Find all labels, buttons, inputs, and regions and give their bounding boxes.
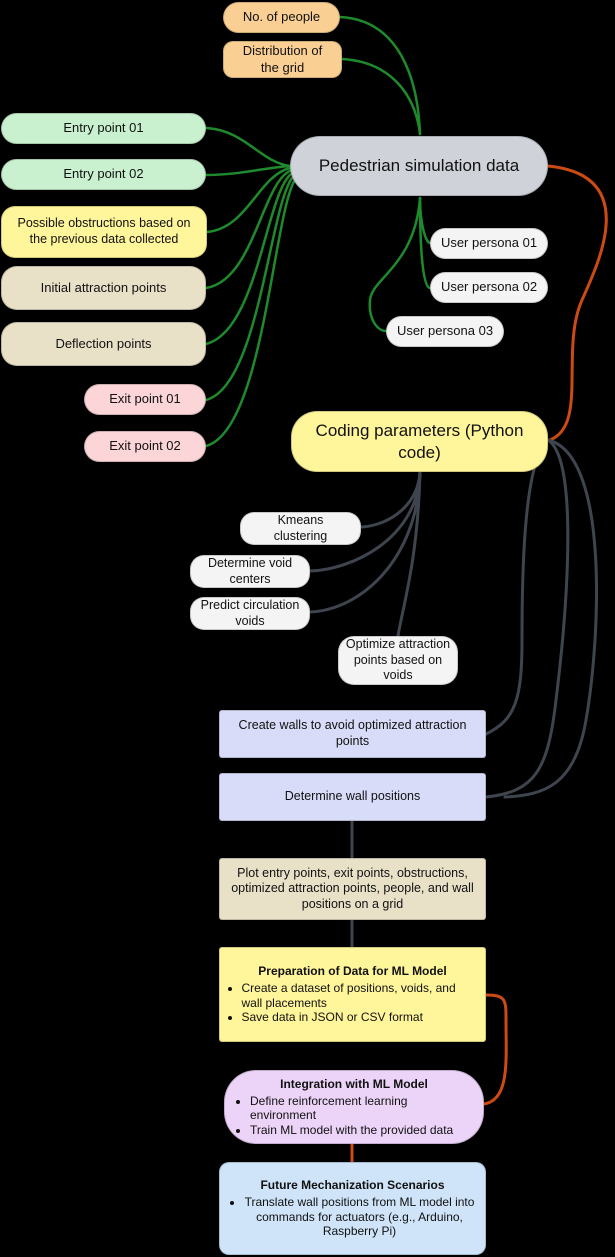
node-coding-parameters[interactable]: Coding parameters (Python code) xyxy=(291,411,548,472)
node-bullet-list: Translate wall positions from ML model i… xyxy=(230,1195,476,1238)
node-future-mechanization-scenarios[interactable]: Future Mechanization Scenarios Translate… xyxy=(219,1162,486,1255)
node-bullet: Train ML model with the provided data xyxy=(250,1123,472,1137)
link-entry-02 xyxy=(204,164,292,177)
node-user-persona-01[interactable]: User persona 01 xyxy=(430,228,548,259)
link-distribution xyxy=(340,57,422,136)
link-exit-01 xyxy=(204,172,298,402)
link-void-centers xyxy=(308,470,422,573)
node-label: Entry point 02 xyxy=(63,166,144,182)
link-create-walls xyxy=(484,438,550,736)
link-initial-attraction xyxy=(204,168,294,290)
link-deflection xyxy=(204,170,296,346)
link-optimize xyxy=(396,470,422,638)
link-preparation-to-integration xyxy=(482,993,508,1106)
node-kmeans-clustering[interactable]: Kmeans clustering xyxy=(240,512,361,545)
link-pedestrian-to-coding xyxy=(546,164,608,442)
node-pedestrian-simulation-data[interactable]: Pedestrian simulation data xyxy=(290,136,548,196)
node-exit-point-01[interactable]: Exit point 01 xyxy=(84,384,206,415)
node-label: Determine wall positions xyxy=(284,789,421,804)
node-bullet-list: Create a dataset of positions, voids, an… xyxy=(228,981,478,1024)
node-label: Plot entry points, exit points, obstruct… xyxy=(231,865,474,911)
node-label: User persona 02 xyxy=(440,279,538,295)
node-no-of-people[interactable]: No. of people xyxy=(223,2,340,33)
node-label: Predict circulation voids xyxy=(200,597,300,628)
node-user-persona-02[interactable]: User persona 02 xyxy=(430,272,548,303)
node-bullet: Create a dataset of positions, voids, an… xyxy=(242,981,478,1010)
node-label: Possible obstructions based on the previ… xyxy=(17,216,191,246)
node-initial-attraction-points[interactable]: Initial attraction points xyxy=(1,266,206,310)
node-integration-with-ml-model[interactable]: Integration with ML Model Define reinfor… xyxy=(224,1070,484,1144)
node-bullet: Translate wall positions from ML model i… xyxy=(244,1195,476,1238)
link-persona-03 xyxy=(368,196,422,333)
node-label: User persona 03 xyxy=(396,323,494,339)
gray-connectors xyxy=(308,438,598,949)
node-entry-point-02[interactable]: Entry point 02 xyxy=(1,159,206,190)
node-label: Deflection points xyxy=(55,335,152,351)
node-entry-point-01[interactable]: Entry point 01 xyxy=(1,113,206,144)
node-determine-void-centers[interactable]: Determine void centers xyxy=(190,555,310,588)
link-no-of-people xyxy=(338,15,422,136)
orange-connectors xyxy=(350,164,608,1164)
green-connectors xyxy=(204,15,432,448)
link-obstructions xyxy=(205,166,292,234)
node-label: Exit point 01 xyxy=(109,391,181,407)
link-entry-01 xyxy=(204,126,292,168)
node-determine-wall-positions[interactable]: Determine wall positions xyxy=(219,773,486,821)
link-circulation-voids xyxy=(308,470,422,614)
node-optimize-attraction-points[interactable]: Optimize attraction points based on void… xyxy=(338,636,458,685)
node-label: Exit point 02 xyxy=(109,438,181,454)
node-label: Initial attraction points xyxy=(40,279,167,295)
node-deflection-points[interactable]: Deflection points xyxy=(1,322,206,366)
node-title: Integration with ML Model xyxy=(280,1076,428,1091)
node-label: Distribution of the grid xyxy=(242,43,323,75)
node-label: User persona 01 xyxy=(440,235,538,251)
node-label: No. of people xyxy=(242,9,321,25)
node-bullet: Define reinforcement learning environmen… xyxy=(250,1094,472,1123)
node-predict-circulation-voids[interactable]: Predict circulation voids xyxy=(190,597,310,630)
node-exit-point-02[interactable]: Exit point 02 xyxy=(84,431,206,462)
node-label: Create walls to avoid optimized attracti… xyxy=(238,718,467,748)
node-possible-obstructions[interactable]: Possible obstructions based on the previ… xyxy=(1,206,207,258)
link-exit-02 xyxy=(204,174,300,448)
node-bullet: Save data in JSON or CSV format xyxy=(242,1010,478,1024)
node-title: Future Mechanization Scenarios xyxy=(260,1178,445,1193)
node-label: Kmeans clustering xyxy=(273,512,328,543)
node-distribution-of-grid[interactable]: Distribution of the grid xyxy=(223,41,342,78)
node-label: Determine void centers xyxy=(207,555,293,586)
node-label: Entry point 01 xyxy=(63,120,144,136)
link-wall-positions xyxy=(484,438,570,799)
link-wall-positions-outer xyxy=(503,438,598,799)
node-title: Preparation of Data for ML Model xyxy=(258,964,447,979)
node-label: Coding parameters (Python code) xyxy=(315,421,524,462)
node-user-persona-03[interactable]: User persona 03 xyxy=(386,316,504,347)
node-label: Optimize attraction points based on void… xyxy=(345,637,451,683)
node-create-walls[interactable]: Create walls to avoid optimized attracti… xyxy=(219,710,486,758)
node-preparation-of-data[interactable]: Preparation of Data for ML Model Create … xyxy=(219,947,486,1042)
link-persona-02 xyxy=(418,196,432,290)
node-plot-grid[interactable]: Plot entry points, exit points, obstruct… xyxy=(219,858,486,920)
node-bullet-list: Define reinforcement learning environmen… xyxy=(236,1094,472,1137)
node-label: Pedestrian simulation data xyxy=(318,156,520,176)
link-kmeans xyxy=(360,470,422,529)
